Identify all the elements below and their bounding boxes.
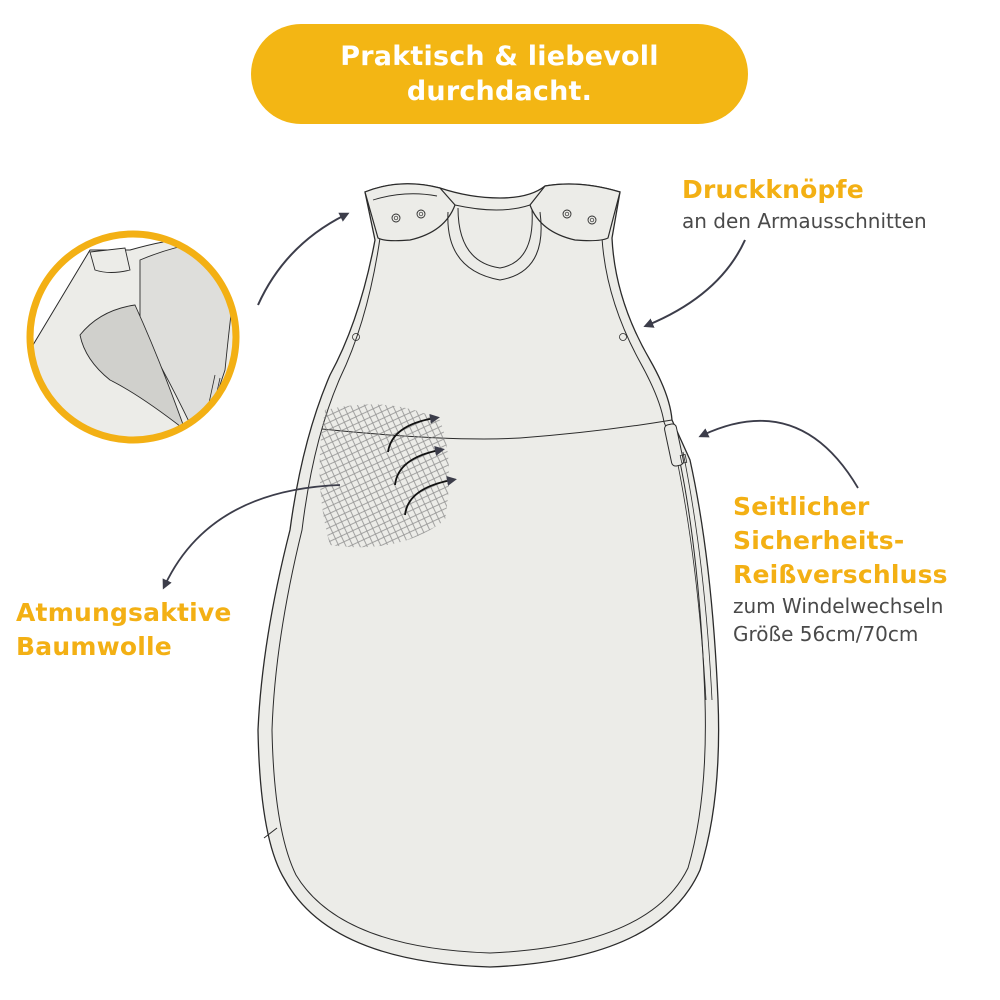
sleeping-bag-body [257,183,720,968]
callout-snaps: Druckknöpfe an den Armausschnitten [682,173,927,235]
callout-zipper-title-2: Sicherheits- [733,526,905,555]
callout-zipper-title-1: Seitlicher [733,492,870,521]
zipper-detail-inset [26,230,240,444]
arrow-to-armhole-snap [643,239,746,328]
callout-cotton-title-1: Atmungsaktive [16,598,232,627]
headline-banner: Praktisch & liebevoll durchdacht. [251,24,748,124]
callout-cotton-title-2: Baumwolle [16,632,172,661]
callout-snaps-title: Druckknöpfe [682,175,864,204]
headline-line-1: Praktisch & liebevoll [340,41,659,72]
callout-zipper-subtitle-2: Größe 56cm/70cm [733,622,919,646]
arrow-to-zipper [698,419,859,489]
headline-line-2: durchdacht. [406,76,593,107]
callout-cotton: Atmungsaktive Baumwolle [16,596,232,664]
callout-zipper-title-3: Reißverschluss [733,560,948,589]
snap-buttons [352,209,627,341]
callout-zipper: Seitlicher Sicherheits- Reißverschluss z… [733,490,948,648]
callout-snaps-subtitle: an den Armausschnitten [682,209,927,233]
mesh-texture [319,404,449,548]
arrow-to-shoulder [257,212,350,306]
arrow-to-cotton [162,484,341,590]
zipper-pull [664,423,688,467]
callout-zipper-subtitle-1: zum Windelwechseln [733,594,944,618]
